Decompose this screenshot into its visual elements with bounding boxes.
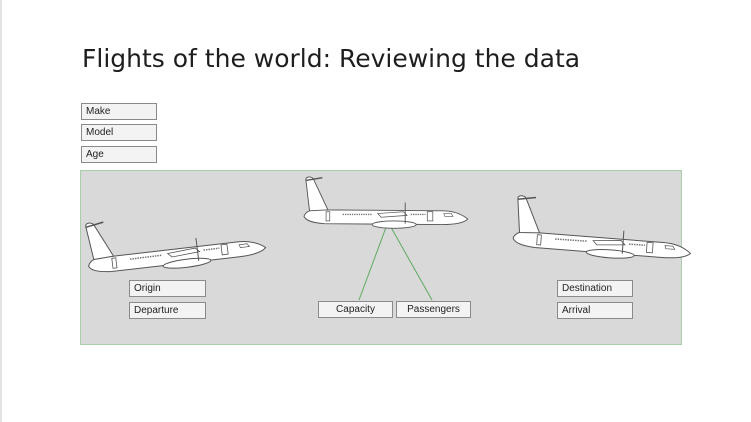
page-title: Flights of the world: Reviewing the data — [82, 44, 581, 73]
airplane-icon — [82, 201, 268, 280]
field-arrival: Arrival — [557, 302, 633, 319]
field-origin: Origin — [129, 280, 206, 297]
connector-line-capacity — [358, 221, 389, 301]
field-age: Age — [81, 146, 157, 163]
airplane-icon — [511, 194, 695, 265]
slide-edge — [0, 0, 2, 422]
field-departure: Departure — [129, 302, 206, 319]
connector-line-passengers — [387, 221, 433, 301]
field-make: Make — [81, 103, 157, 120]
field-destination: Destination — [557, 280, 633, 297]
field-model: Model — [81, 124, 157, 141]
airplane-icon — [303, 176, 469, 229]
field-passengers: Passengers — [396, 301, 471, 318]
field-capacity: Capacity — [318, 301, 393, 318]
